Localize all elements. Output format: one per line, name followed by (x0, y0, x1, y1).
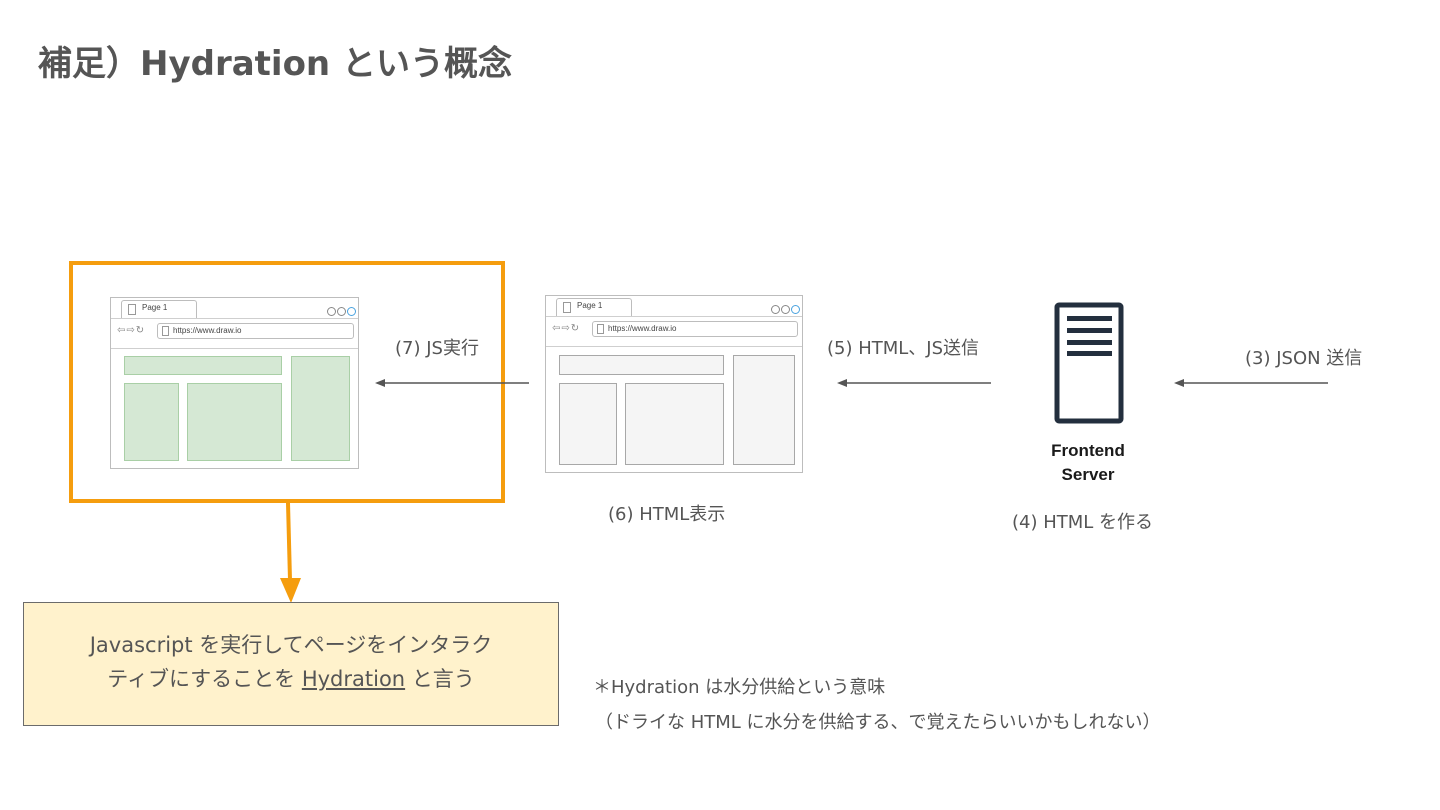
browser-tab-label: Page 1 (142, 303, 168, 312)
note-line-1: Javascript を実行してページをインタラク (89, 633, 493, 657)
address-bar: https://www.draw.io (592, 321, 798, 337)
browser-tab: Page 1 (121, 300, 197, 318)
step4-label: (4) HTML を作る (1012, 512, 1154, 533)
hydrated-nav-block (124, 383, 179, 461)
hydrated-sidebar-block (291, 356, 350, 461)
address-bar: https://www.draw.io (157, 323, 354, 339)
window-controls (326, 301, 356, 320)
hydrated-browser-window: Page 1 ⇦⇨↻ https://www.draw.io (110, 297, 359, 469)
nav-arrows-icon: ⇦⇨↻ (117, 325, 146, 336)
hydrated-content-block (187, 383, 282, 461)
dry-header-block (559, 355, 724, 375)
page-icon (563, 302, 571, 313)
dry-content-block (625, 383, 724, 465)
note-line-2-suffix: と言う (405, 667, 475, 691)
arrow-head (375, 379, 385, 387)
footnote-meaning: ＊Hydration は水分供給という意味 (593, 677, 886, 698)
window-controls (770, 299, 800, 318)
hydrated-header-block (124, 356, 282, 375)
dry-nav-block (559, 383, 617, 465)
note-line-2: ティブにすることを Hydration と言う (24, 662, 558, 696)
dry-sidebar-block (733, 355, 795, 465)
step5-label: (5) HTML、JS送信 (827, 338, 980, 359)
page-icon (597, 324, 604, 334)
hydrated-highlight-box (69, 261, 505, 503)
step7-label: (7) JS実行 (395, 338, 479, 359)
arrow-head (837, 379, 847, 387)
hydration-keyword: Hydration (301, 667, 406, 691)
arrow-head (1174, 379, 1184, 387)
page-icon (128, 304, 136, 315)
address-bar-url: https://www.draw.io (173, 326, 242, 335)
server-label: Frontend Server (1051, 441, 1125, 484)
page-title: 補足）Hydration という概念 (38, 44, 512, 84)
browser-tab: Page 1 (556, 298, 632, 316)
hydration-connector (286, 502, 292, 581)
note-line-2-prefix: ティブにすることを (107, 667, 302, 691)
server-icon (1054, 302, 1124, 424)
page-icon (162, 326, 169, 336)
hydration-arrow-head (280, 578, 301, 603)
hydration-definition-note: Javascript を実行してページをインタラク ティブにすることを Hydr… (23, 602, 559, 726)
step6-label: (6) HTML表示 (608, 504, 726, 525)
address-bar-url: https://www.draw.io (608, 324, 677, 333)
browser-tab-label: Page 1 (577, 301, 603, 310)
nav-arrows-icon: ⇦⇨↻ (552, 323, 581, 334)
footnote-mnemonic: （ドライな HTML に水分を供給する、で覚えたらいいかもしれない） (595, 712, 1161, 733)
dry-browser-window: Page 1 ⇦⇨↻ https://www.draw.io (545, 295, 803, 473)
step3-label: (3) JSON 送信 (1245, 348, 1363, 369)
